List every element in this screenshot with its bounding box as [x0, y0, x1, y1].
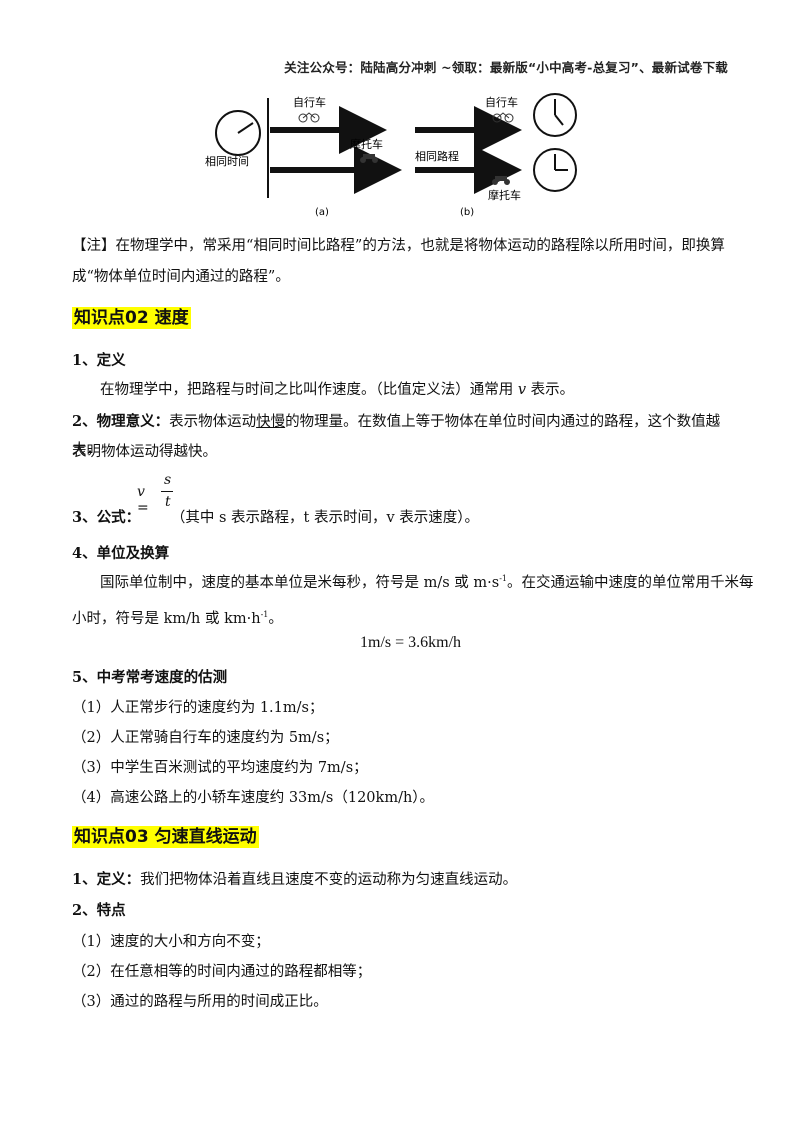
clock-icon-b1 — [533, 93, 577, 137]
note-line-1: 【注】在物理学中，常采用“相同时间比路程”的方法，也就是将物体运动的路程除以所用… — [72, 238, 725, 254]
bike-icon-a — [298, 112, 320, 123]
unit-line-2: 小时，符号是 km/h 或 km·h-1。 — [72, 610, 283, 627]
feature-item: （3）通过的路程与所用的时间成正比。 — [72, 994, 328, 1010]
label-same-time: 相同时间 — [205, 155, 249, 168]
section-title-uniform-motion: 知识点03 匀速直线运动 — [72, 826, 259, 848]
page-header: 关注公众号：陆陆高分冲刺 ~领取：最新版“小中高考-总复习”、最新试卷下载 — [284, 60, 728, 75]
motorcycle-icon-b — [492, 176, 510, 185]
label-bike-b: 自行车 — [485, 95, 518, 109]
caption-b: (b) — [460, 207, 474, 218]
meaning-line-1: 2、物理意义：表示物体运动快慢的物理量。在数值上等于物体在单位时间内通过的路程，… — [72, 413, 721, 458]
feature-item: （2）在任意相等的时间内通过的路程都相等； — [72, 964, 372, 980]
caption-a: (a) — [315, 207, 329, 218]
clock-icon-b2 — [533, 148, 577, 192]
definition-heading: 1、定义 — [72, 352, 126, 369]
feature-item: （1）速度的大小和方向不变； — [72, 934, 270, 950]
label-moto-a: 摩托车 — [350, 137, 383, 151]
figure-svg: 相同时间 自行车 摩托车 (a) 自行车 相同路程 — [205, 93, 577, 218]
formula-line: 3、公式：（其中 s 表示路程，t 表示时间，v 表示速度）。 — [72, 509, 479, 526]
motorcycle-icon-a — [360, 154, 378, 163]
label-bike-a: 自行车 — [293, 95, 326, 109]
estimate-item: （4）高速公路上的小轿车速度约 33m/s（120km/h）。 — [72, 790, 435, 806]
uniform-definition: 1、定义：我们把物体沿着直线且速度不变的运动称为匀速直线运动。 — [72, 871, 518, 888]
estimate-heading: 5、中考常考速度的估测 — [72, 669, 228, 686]
estimate-item: （3）中学生百米测试的平均速度约为 7m/s； — [72, 760, 368, 776]
note-line-2: 成“物体单位时间内通过的路程”。 — [72, 269, 290, 285]
estimate-item: （1）人正常步行的速度约为 1.1m/s； — [72, 700, 324, 716]
definition-body: 在物理学中，把路程与时间之比叫作速度。（比值定义法）通常用 v 表示。 — [100, 382, 575, 398]
bike-icon-b — [492, 112, 514, 123]
clock-icon-a — [215, 110, 261, 156]
conversion-formula: 1m/s = 3.6km/h — [360, 634, 462, 651]
feature-heading: 2、特点 — [72, 902, 126, 919]
meaning-line-2: 表明物体运动得越快。 — [72, 444, 217, 460]
section-title-speed: 知识点02 速度 — [72, 307, 191, 329]
estimate-item: （2）人正常骑自行车的速度约为 5m/s； — [72, 730, 339, 746]
label-same-distance: 相同路程 — [415, 150, 459, 163]
label-moto-b: 摩托车 — [488, 188, 521, 202]
motion-comparison-figure: 相同时间 自行车 摩托车 (a) 自行车 相同路程 — [205, 88, 585, 220]
unit-heading: 4、单位及换算 — [72, 545, 170, 562]
unit-line-1: 国际单位制中，速度的基本单位是米每秒，符号是 m/s 或 m·s-1。在交通运输… — [100, 574, 754, 591]
